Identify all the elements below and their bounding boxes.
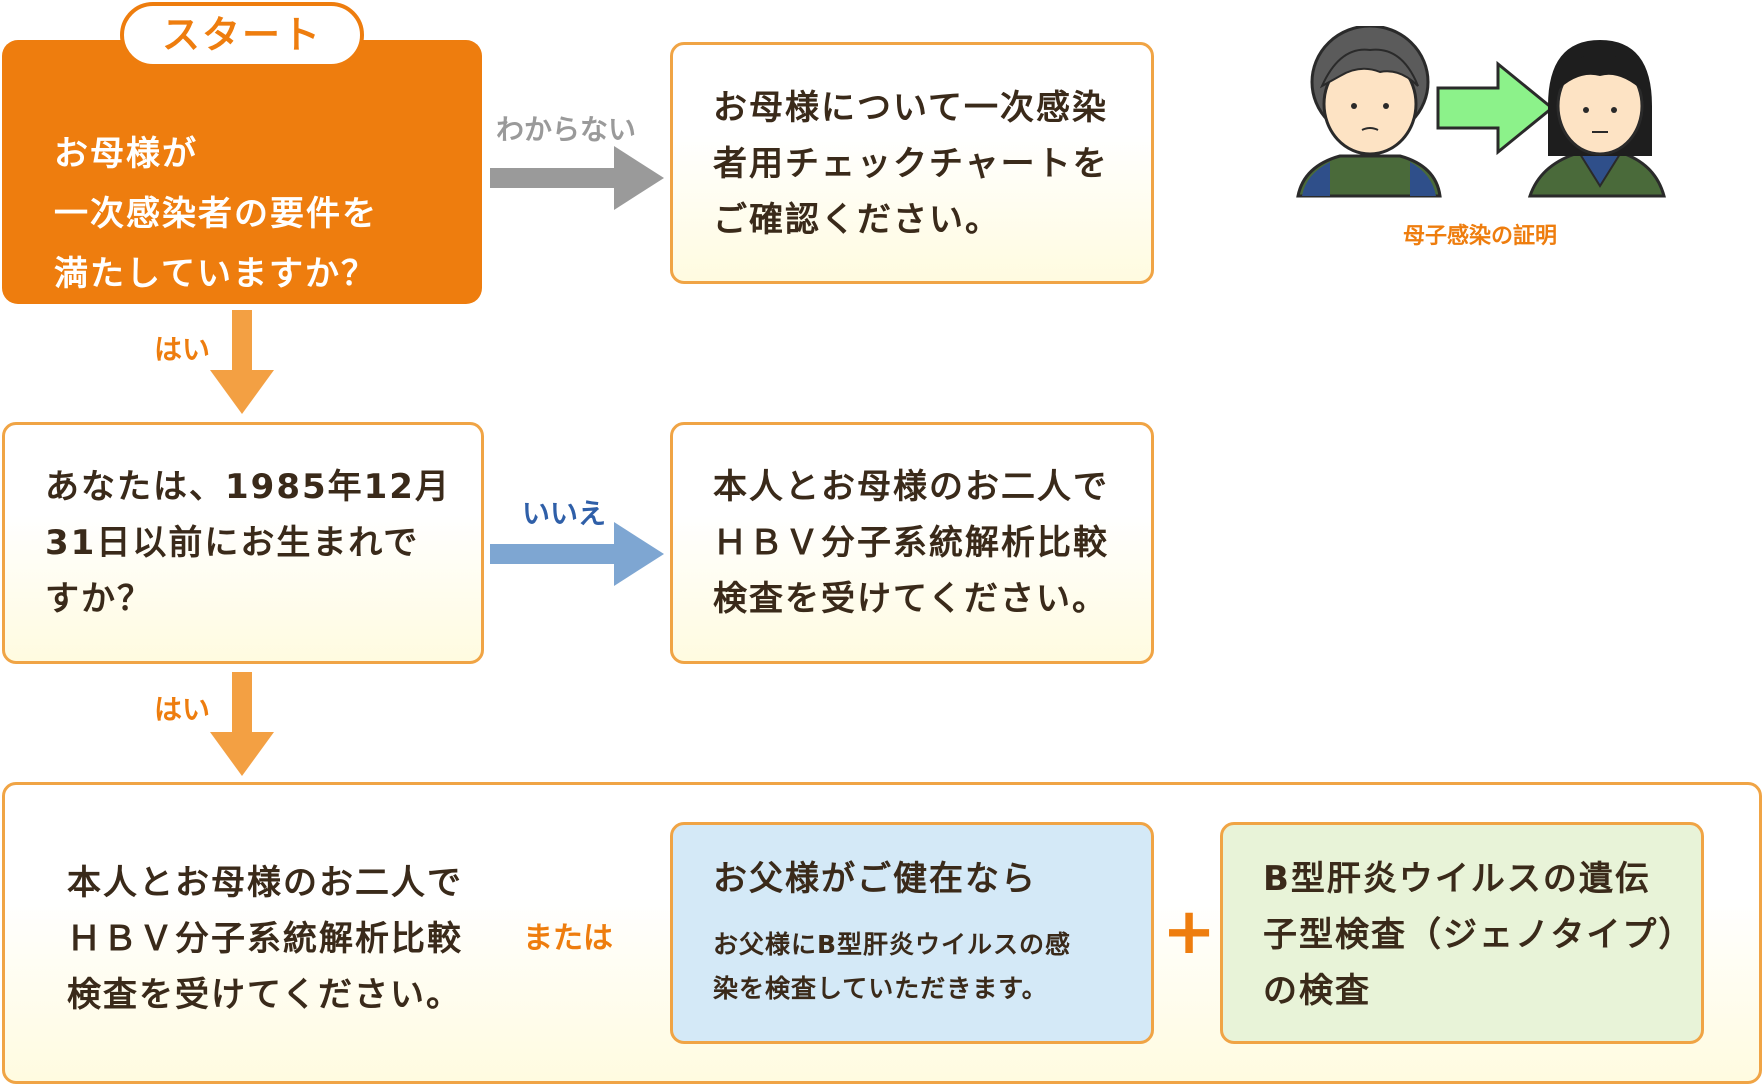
or-label: または (523, 921, 613, 956)
genotype-test-box: B型肝炎ウイルスの遺伝 子型検査（ジェノタイプ） の検査 (1220, 822, 1704, 1044)
start-tag: スタート (120, 2, 364, 68)
final-left-text: 本人とお母様のお二人で ＨＢＶ分子系統解析比較 検査を受けてください。 (67, 863, 463, 1015)
illustration-caption: 母子感染の証明 (1402, 224, 1557, 249)
hbv-analysis-box: 本人とお母様のお二人で ＨＢＶ分子系統解析比較 検査を受けてください。 (670, 422, 1154, 664)
arrow-right-gray (490, 146, 664, 210)
plus-sign: + (1162, 895, 1216, 969)
genotype-test-text: B型肝炎ウイルスの遺伝 子型検査（ジェノタイプ） の検査 (1263, 859, 1695, 1011)
hbv-analysis-text: 本人とお母様のお二人で ＨＢＶ分子系統解析比較 検査を受けてください。 (713, 467, 1109, 619)
mother-figure (1296, 26, 1442, 198)
start-question-box: お母様が 一次感染者の要件を 満たしていますか？ (2, 40, 482, 304)
father-test-box: お父様がご健在なら お父様にB型肝炎ウイルスの感 染を検査していただきます。 (670, 822, 1154, 1044)
father-test-body: お父様にB型肝炎ウイルスの感 染を検査していただきます。 (713, 930, 1072, 1003)
arrow-down-orange-2 (210, 672, 274, 776)
check-chart-box: お母様について一次感染 者用チェックチャートを ご確認ください。 (670, 42, 1154, 284)
arrow-down-orange-1 (210, 310, 274, 414)
start-question-text: お母様が 一次感染者の要件を 満たしていますか？ (54, 134, 378, 294)
yes-label-2: はい (154, 693, 211, 726)
mother-child-illustration (1296, 26, 1666, 198)
father-test-title: お父様がご健在なら (713, 859, 1037, 899)
illustration-arrow (1436, 60, 1555, 156)
check-chart-text: お母様について一次感染 者用チェックチャートを ご確認ください。 (713, 88, 1109, 240)
arrow-right-blue (490, 522, 664, 586)
yes-label-1: はい (154, 333, 211, 366)
child-figure (1527, 40, 1666, 198)
birth-date-question-box: あなたは、1985年12月 31日以前にお生まれで すか？ (2, 422, 484, 664)
no-label: いいえ (522, 497, 607, 530)
unknown-label: わからない (496, 113, 637, 146)
birth-date-question-text: あなたは、1985年12月 31日以前にお生まれで すか？ (45, 467, 451, 619)
